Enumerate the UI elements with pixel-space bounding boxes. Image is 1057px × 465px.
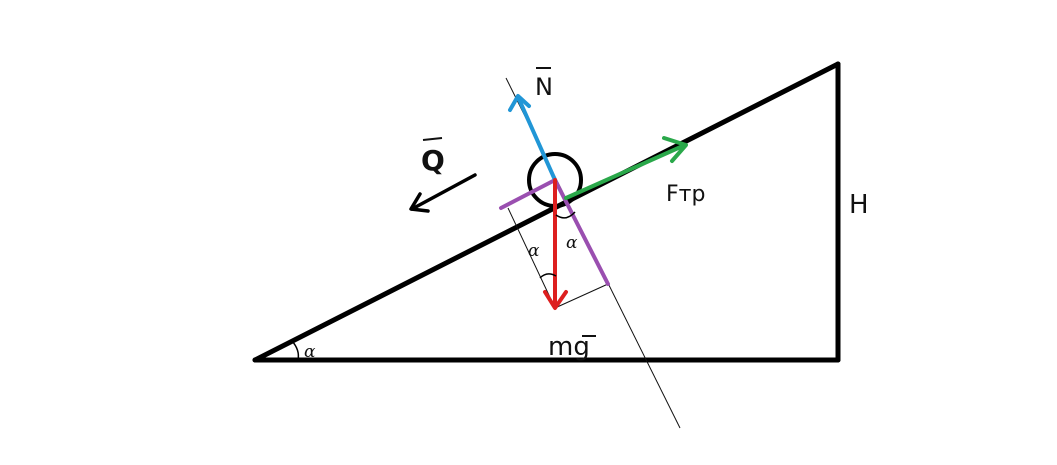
motion-direction-label: Q <box>421 144 445 177</box>
incline-triangle <box>252 61 841 363</box>
height-label: H <box>849 190 869 220</box>
right-angle-arc <box>555 211 576 219</box>
projection-helper-line <box>554 283 609 309</box>
force-components <box>499 178 610 286</box>
normal-force-arrow <box>508 94 557 182</box>
left-angle-arc <box>539 273 557 279</box>
q-vector-bar <box>422 137 443 141</box>
left-angle-label: α <box>528 241 540 261</box>
motion-direction-arrow <box>409 173 477 213</box>
right-angle-label: α <box>566 233 578 253</box>
incline-hypotenuse <box>252 61 841 363</box>
gravity-force-arrow <box>543 178 568 310</box>
parallel-component-line <box>499 178 557 210</box>
gravity-force-label: mg <box>548 332 590 362</box>
projection-helper-line-left <box>507 207 556 309</box>
friction-force-label: Fтр <box>666 182 705 207</box>
normal-force-label: N <box>535 73 553 101</box>
perpendicular-component-line <box>553 178 610 286</box>
friction-force-arrow <box>564 136 688 200</box>
base-angle-label: α <box>304 342 316 362</box>
base-angle-arc <box>291 340 300 361</box>
